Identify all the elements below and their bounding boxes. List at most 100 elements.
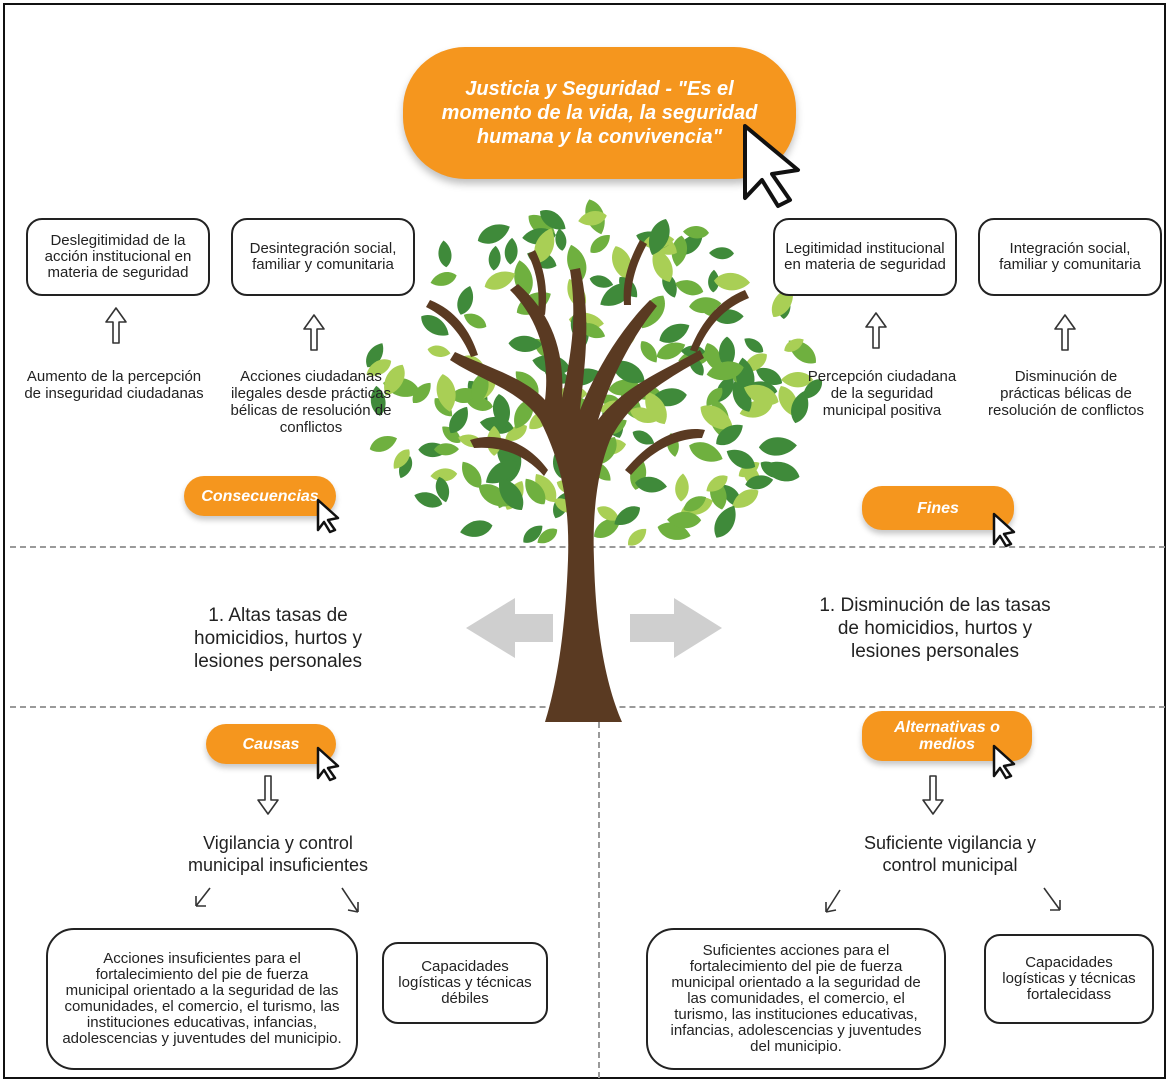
tree-leaf [370,385,386,416]
label-fines: Fines [862,486,1014,530]
tree-leaf [393,449,410,469]
tree-leaf [614,506,640,525]
end-text-2: Disminución de prácticas bélicas de reso… [988,368,1144,419]
tree-leaf [659,323,690,343]
tree-leaf [478,484,511,507]
tree-leaf [652,248,673,282]
arrow-up-icon [865,312,887,349]
cause-box-1: Acciones insuficientes para el fortaleci… [46,928,358,1070]
tree-leaf [628,528,647,546]
tree-leaf [449,406,468,434]
tree-leaf [656,342,686,360]
cursor-icon [316,746,340,782]
cursor-icon [992,744,1016,780]
objective-line-2: de homicidios, hurtos y [837,618,1033,639]
tree-leaf [784,338,804,352]
tree-leaf [726,449,756,469]
cause-box-2: Capacidades logísticas y técnicas débile… [382,942,548,1024]
label-causas: Causas [206,724,336,764]
divider-vertical [598,712,600,1078]
tree-leaf [791,390,809,424]
tree-leaf [457,286,473,315]
tree-leaf [594,518,621,538]
objective-line-3: lesiones personales [851,641,1019,662]
means-box-2: Capacidades logísticas y técnicas fortal… [984,934,1154,1024]
consequence-box-1: Deslegitimidad de la acción instituciona… [26,218,210,296]
tree-leaf [732,381,752,412]
tree-leaf [523,525,543,543]
tree-trunk [450,268,704,722]
tree-leaf [471,372,489,406]
tree-leaf [537,528,558,544]
consequence-box-2: Desintegración social, familiar y comuni… [231,218,415,296]
consequence-text-1: Aumento de la percepción de inseguridad … [24,368,204,402]
tree-leaf [699,300,717,317]
arrow-diagonal-icon [825,889,841,913]
tree-leaf [714,505,736,538]
tree-leaf [708,269,720,293]
problem-line-1: 1. Altas tasas de [208,605,348,626]
arrow-up-icon [1054,314,1076,351]
label-consecuencias: Consecuencias [184,476,336,516]
label-alternativas: Alternativas o medios [862,711,1032,761]
tree-leaf [366,359,392,376]
tree-leaf [706,475,728,492]
tree-leaf [704,343,722,372]
arrow-diagonal-icon [195,887,211,907]
tree-leaf [635,476,667,493]
tree-leaf [709,247,734,260]
tree-leaf [463,313,487,329]
end-box-1: Legitimidad institucional en materia de … [773,218,957,296]
cursor-icon [743,124,800,208]
tree-leaf [434,398,453,417]
tree-leaf [675,280,704,296]
tree-leaf [505,424,527,442]
tree-leaf [803,379,823,399]
tree-leaf [744,384,779,406]
tree-leaf [504,237,518,265]
tree-leaf [485,460,517,484]
tree-leaf [578,211,607,226]
tree-leaf [781,372,814,388]
tree-leaf [597,506,620,521]
objective-statement: 1. Disminución de las tasas de homicidio… [790,594,1080,663]
tree-leaf [610,360,645,384]
end-box-2: Integración social, familiar y comunitar… [978,218,1162,296]
tree-leaf [488,245,501,271]
tree-leaf [744,338,764,353]
tree-leaf [460,520,493,537]
tree-leaf [755,367,783,386]
consequence-text-2: Acciones ciudadanas ilegales desde práct… [230,368,392,436]
arrow-down-icon [257,775,279,815]
page-title: Justicia y Seguridad - "Es el momento de… [403,47,796,179]
tree-leaf [745,475,774,490]
tree-leaf [534,228,555,264]
problem-line-2: homicidios, hurtos y [194,628,362,649]
tree-leaf [442,426,461,443]
tree-leaf [763,461,800,482]
tree-leaf [648,218,670,256]
tree-leaf [589,275,614,288]
tree-leaf [580,323,606,339]
tree-leaf [719,336,735,370]
tree-leaf [430,271,457,286]
tree-leaf [590,235,610,253]
tree-leaf [492,393,510,429]
tree-leaf [758,437,797,456]
cause-main: Vigilancia y control municipal insuficie… [187,833,369,875]
means-main: Suficiente vigilancia y control municipa… [863,833,1037,875]
tree-leaf [498,478,524,511]
problem-statement: 1. Altas tasas de homicidios, hurtos y l… [150,604,406,673]
tree-leaf [412,382,431,403]
tree-leaf [438,240,452,268]
tree-leaf [713,272,751,291]
tree-leaf [421,315,449,336]
tree-leaf [427,345,451,357]
cursor-icon [992,512,1016,548]
end-text-1: Percepción ciudadana de la seguridad mun… [807,368,957,419]
arrow-right-icon [630,598,722,658]
tree-leaf [555,228,567,251]
tree-leaf [462,461,482,488]
